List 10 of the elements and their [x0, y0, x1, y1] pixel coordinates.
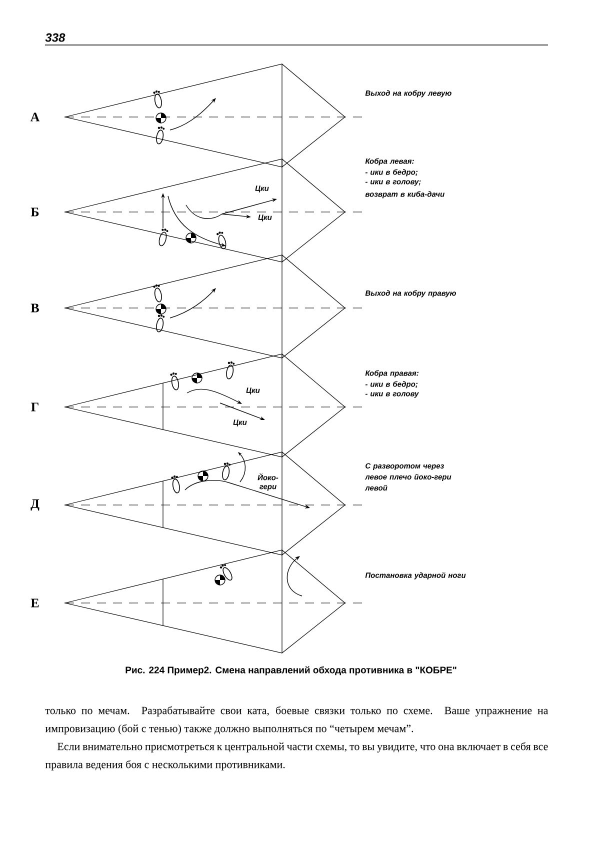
row-letter: Д — [30, 499, 40, 511]
row-letter: Е — [30, 598, 39, 608]
page-number: 338 — [45, 33, 66, 42]
body-paragraph: только по мечам. Разрабатывайте свои ката, боевые связки только по схеме. Ваше упражнение на импровизацию (бой с тенью) также должно выполняться по “четырем мечам”. — [45, 706, 548, 734]
row-letter: Г — [31, 402, 38, 412]
row-letter: В — [30, 304, 39, 312]
row-letter: Б — [30, 208, 39, 216]
row-letter: А — [30, 112, 40, 122]
body-paragraph: Если внимательно присмотреться к центральной части схемы, то вы увидите, что она включает в себя все правила ведения боя с несколькими противниками. — [45, 742, 548, 770]
caption: Рис. 224 Пример2. Смена направлений обхода противника в "КОБРЕ" — [126, 666, 456, 676]
